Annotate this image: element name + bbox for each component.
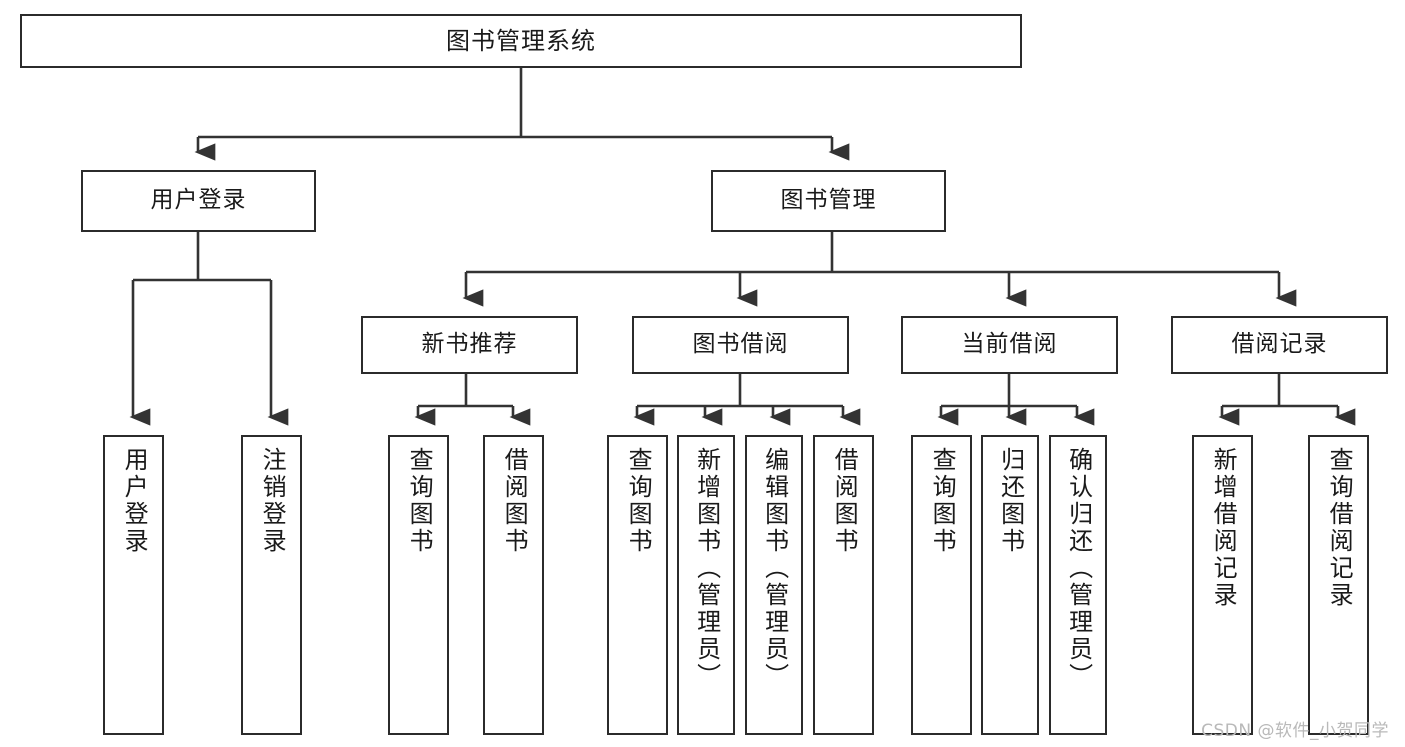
node-label: 新增图书（管理员）: [692, 447, 721, 690]
node-leaf-recommend-borrow-book[interactable]: 借阅图书: [483, 435, 544, 735]
watermark-text: CSDN @软件_小贺同学: [1201, 721, 1389, 741]
node-leaf-user-login-signin[interactable]: 用户登录: [103, 435, 164, 735]
node-current-borrow[interactable]: 当前借阅: [901, 316, 1118, 374]
node-label: 用户登录: [150, 187, 247, 214]
node-leaf-current-confirm-return[interactable]: 确认归还（管理员）: [1049, 435, 1107, 735]
node-book-management[interactable]: 图书管理: [711, 170, 946, 232]
node-leaf-user-login-signout[interactable]: 注销登录: [241, 435, 302, 735]
node-label: 查询图书: [928, 447, 957, 555]
node-label: 图书管理: [780, 187, 877, 214]
node-user-login[interactable]: 用户登录: [81, 170, 316, 232]
node-label: 查询图书: [405, 447, 434, 555]
node-new-book-recommend[interactable]: 新书推荐: [361, 316, 578, 374]
node-label: 查询图书: [624, 447, 653, 555]
node-leaf-record-add-record[interactable]: 新增借阅记录: [1192, 435, 1253, 735]
node-label: 查询借阅记录: [1325, 447, 1354, 609]
node-label: 借阅记录: [1231, 331, 1328, 358]
node-label: 当前借阅: [961, 331, 1058, 358]
node-label: 图书管理系统: [446, 26, 596, 55]
node-label: 新增借阅记录: [1209, 447, 1238, 609]
node-label: 编辑图书（管理员）: [760, 447, 789, 690]
node-leaf-current-query-book[interactable]: 查询图书: [911, 435, 972, 735]
node-label: 新书推荐: [421, 331, 518, 358]
node-leaf-current-return-book[interactable]: 归还图书: [981, 435, 1039, 735]
node-leaf-borrow-add-book[interactable]: 新增图书（管理员）: [677, 435, 735, 735]
node-label: 确认归还（管理员）: [1064, 447, 1093, 690]
node-leaf-recommend-query-book[interactable]: 查询图书: [388, 435, 449, 735]
node-label: 图书借阅: [692, 331, 789, 358]
node-label: 借阅图书: [830, 447, 859, 555]
node-leaf-record-query-record[interactable]: 查询借阅记录: [1308, 435, 1369, 735]
node-label: 注销登录: [258, 447, 287, 555]
node-leaf-borrow-query-book[interactable]: 查询图书: [607, 435, 668, 735]
node-leaf-borrow-borrow-book[interactable]: 借阅图书: [813, 435, 874, 735]
node-root-system[interactable]: 图书管理系统: [20, 14, 1022, 68]
node-label: 归还图书: [996, 447, 1025, 555]
node-label: 借阅图书: [500, 447, 529, 555]
node-leaf-borrow-edit-book[interactable]: 编辑图书（管理员）: [745, 435, 803, 735]
node-label: 用户登录: [120, 447, 149, 555]
node-book-borrow[interactable]: 图书借阅: [632, 316, 849, 374]
node-borrow-record[interactable]: 借阅记录: [1171, 316, 1388, 374]
